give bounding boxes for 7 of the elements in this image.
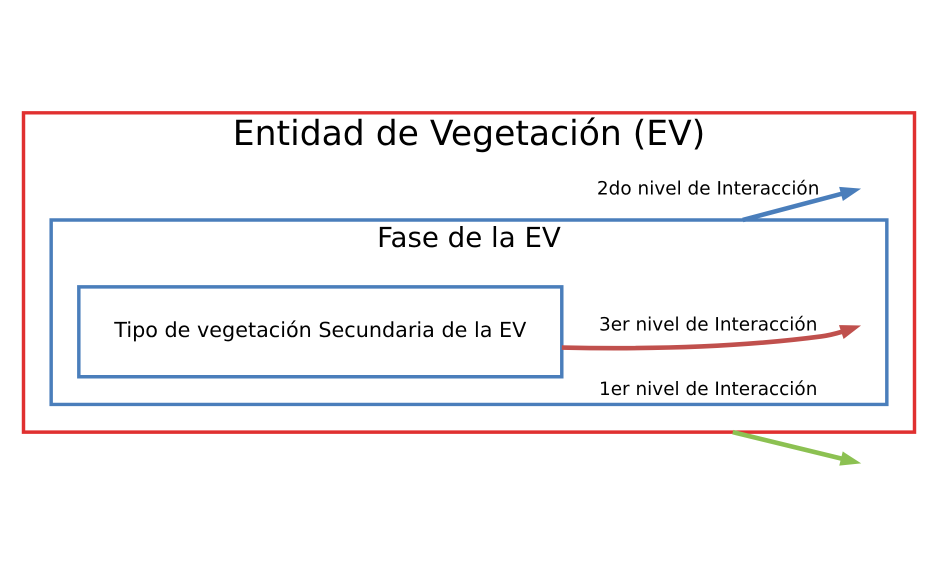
edge-label: 1er nivel de Interacción <box>598 378 817 400</box>
arrow <box>561 324 861 350</box>
arrow <box>742 186 861 222</box>
edge-label: 2do nivel de Interacción <box>596 178 819 199</box>
node-box: Tipo de vegetación Secundaria de la EV <box>76 284 564 378</box>
edge-label: 3er nivel de Interacción <box>598 314 817 335</box>
arrow <box>732 429 861 466</box>
